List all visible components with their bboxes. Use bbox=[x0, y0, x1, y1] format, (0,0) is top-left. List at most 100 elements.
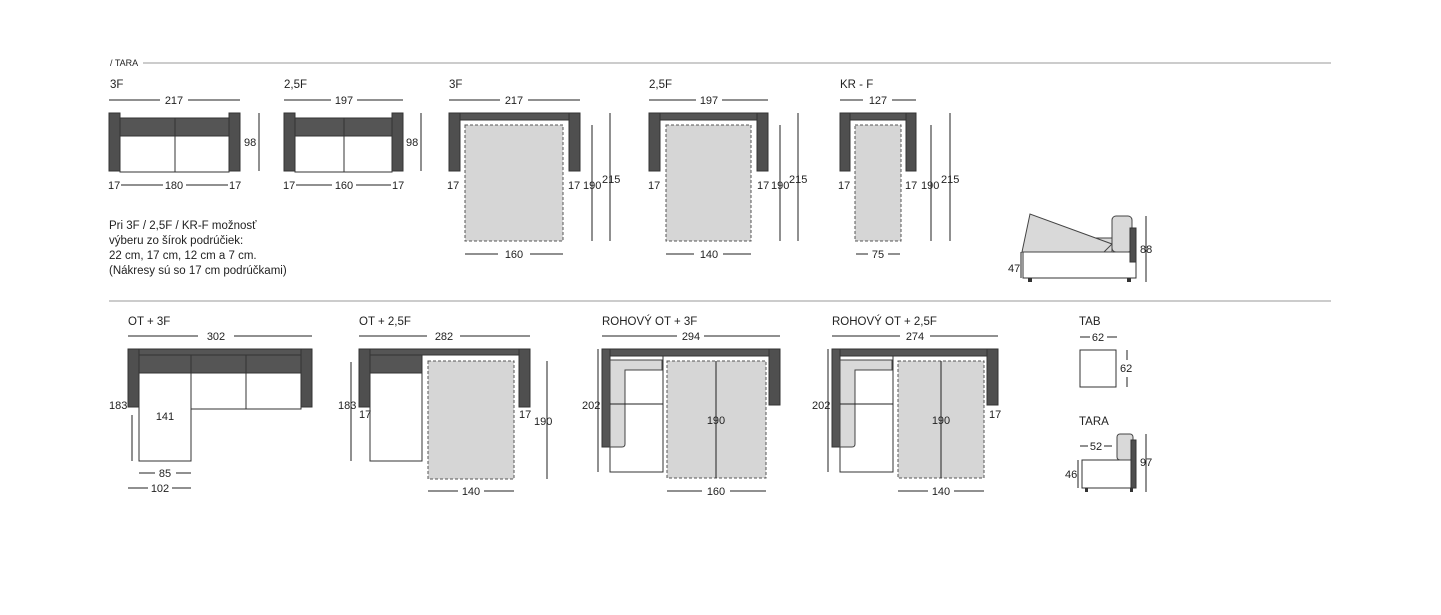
sofa-foot bbox=[1127, 278, 1131, 282]
width-dimension: 294 bbox=[682, 331, 700, 343]
sofa-25f-bed-plan: 2,5F 197 17 17 190 215 140 bbox=[648, 79, 807, 261]
left-armrest bbox=[127, 348, 140, 408]
seat-cushion bbox=[174, 135, 230, 173]
seat-height-dimension: 46 bbox=[1065, 469, 1077, 481]
right-arm-dimension: 17 bbox=[757, 180, 769, 192]
bed-length-dimension: 190 bbox=[921, 180, 939, 192]
stool-top bbox=[1079, 349, 1117, 388]
note-line: výberu zo šírok podrúčiek: bbox=[109, 235, 243, 247]
model-label: ROHOVÝ OT + 2,5F bbox=[832, 315, 937, 328]
corner-back-cushion bbox=[839, 359, 893, 448]
back-cushion bbox=[138, 354, 192, 374]
armrest-width-note: Pri 3F / 2,5F / KR-F možnosť výberu zo š… bbox=[109, 220, 287, 277]
right-arm-dimension: 17 bbox=[229, 180, 241, 192]
sofa-25f-front: 2,5F 197 98 17 160 17 bbox=[283, 79, 422, 192]
stool-tab-plan: TAB 62 62 bbox=[1079, 316, 1132, 388]
backrest bbox=[659, 112, 758, 121]
mattress bbox=[665, 124, 752, 242]
seat-width-dimension: 160 bbox=[335, 180, 353, 192]
right-armrest bbox=[300, 348, 313, 408]
right-armrest bbox=[756, 112, 769, 172]
backrest bbox=[601, 348, 781, 357]
total-length-dimension: 215 bbox=[789, 174, 807, 186]
bed-width-dimension: 140 bbox=[932, 486, 950, 498]
depth-dimension: 62 bbox=[1120, 363, 1132, 375]
right-armrest bbox=[568, 112, 581, 172]
note-line: Pri 3F / 2,5F / KR-F možnosť bbox=[109, 220, 257, 232]
bed-length-dimension: 190 bbox=[932, 415, 950, 427]
back-cushion bbox=[119, 117, 176, 137]
side-backrest bbox=[601, 348, 611, 448]
back-cushion bbox=[174, 117, 230, 137]
left-armrest bbox=[108, 112, 121, 172]
bed-length-dimension: 190 bbox=[707, 415, 725, 427]
left-arm-dimension: 17 bbox=[838, 180, 850, 192]
width-dimension: 282 bbox=[435, 331, 453, 343]
depth-dimension: 98 bbox=[244, 137, 256, 149]
back-panel bbox=[1130, 439, 1137, 489]
armchair-krf-bed-plan: KR - F 127 17 17 190 215 75 bbox=[838, 79, 959, 261]
left-armrest bbox=[839, 112, 851, 172]
backrest bbox=[849, 112, 907, 121]
left-arm-dimension: 17 bbox=[648, 180, 660, 192]
right-arm-dimension: 17 bbox=[989, 409, 1001, 421]
chaise-cushion bbox=[138, 372, 192, 462]
model-label: ROHOVÝ OT + 3F bbox=[602, 315, 697, 328]
seat-width-dimension: 180 bbox=[165, 180, 183, 192]
back-panel bbox=[1129, 227, 1137, 263]
model-label: TARA bbox=[1079, 416, 1109, 428]
total-height-dimension: 97 bbox=[1140, 457, 1152, 469]
seat-cushion bbox=[245, 372, 302, 410]
width-dimension: 274 bbox=[906, 331, 924, 343]
sofa-foot bbox=[1028, 278, 1032, 282]
raised-bed-frame bbox=[1021, 213, 1113, 253]
right-armrest bbox=[768, 348, 781, 406]
bed-width-dimension: 160 bbox=[707, 486, 725, 498]
depth-dimension: 98 bbox=[406, 137, 418, 149]
bed-width-dimension: 140 bbox=[462, 486, 480, 498]
width-dimension: 197 bbox=[335, 95, 353, 107]
model-label: 3F bbox=[110, 79, 123, 91]
sofa-3f-front: 3F 217 98 17 180 17 bbox=[108, 79, 260, 192]
backrest bbox=[138, 348, 302, 356]
sofa-side-view: 47 88 bbox=[1008, 213, 1152, 282]
seat-block bbox=[1081, 459, 1136, 489]
header-title: / TARA bbox=[110, 58, 138, 68]
rounded-corner-sofa-3f-plan: ROHOVÝ OT + 3F 294 202 190 160 bbox=[582, 315, 781, 498]
backrest bbox=[369, 348, 520, 356]
bed-length-dimension: 190 bbox=[583, 180, 601, 192]
seat-cushion bbox=[119, 135, 176, 173]
chaise-cushion bbox=[369, 372, 423, 462]
bed-length-dimension: 190 bbox=[534, 416, 552, 428]
seat-depth-dimension: 52 bbox=[1090, 441, 1102, 453]
right-armrest bbox=[391, 112, 404, 172]
back-cushion bbox=[190, 354, 247, 374]
tara-side-profile: TARA 52 46 97 bbox=[1065, 416, 1152, 492]
width-dimension: 127 bbox=[869, 95, 887, 107]
mattress bbox=[464, 124, 564, 242]
chaise-total-dimension: 102 bbox=[151, 483, 169, 495]
left-arm-dimension: 17 bbox=[359, 409, 371, 421]
left-armrest bbox=[448, 112, 461, 172]
seat-cushion bbox=[294, 135, 345, 173]
corner-back-cushion bbox=[609, 359, 663, 448]
side-backrest bbox=[831, 348, 841, 448]
model-label: TAB bbox=[1079, 316, 1101, 328]
model-label: 2,5F bbox=[284, 79, 307, 91]
right-armrest bbox=[518, 348, 531, 408]
model-label: OT + 3F bbox=[128, 316, 170, 328]
mattress bbox=[854, 124, 902, 242]
right-armrest bbox=[228, 112, 241, 172]
back-cushion bbox=[245, 354, 302, 374]
bed-length-dimension: 190 bbox=[771, 180, 789, 192]
depth-dimension: 202 bbox=[582, 400, 600, 412]
bed-width-dimension: 160 bbox=[505, 249, 523, 261]
left-arm-dimension: 17 bbox=[108, 180, 120, 192]
model-label: OT + 2,5F bbox=[359, 316, 411, 328]
note-line: (Nákresy sú so 17 cm podrúčkami) bbox=[109, 265, 287, 277]
seat-height-dimension: 47 bbox=[1008, 263, 1020, 275]
back-cushion bbox=[343, 117, 393, 137]
sofa-3f-bed-plan: 3F 217 17 17 190 215 160 bbox=[447, 79, 620, 261]
width-dimension: 217 bbox=[505, 95, 523, 107]
